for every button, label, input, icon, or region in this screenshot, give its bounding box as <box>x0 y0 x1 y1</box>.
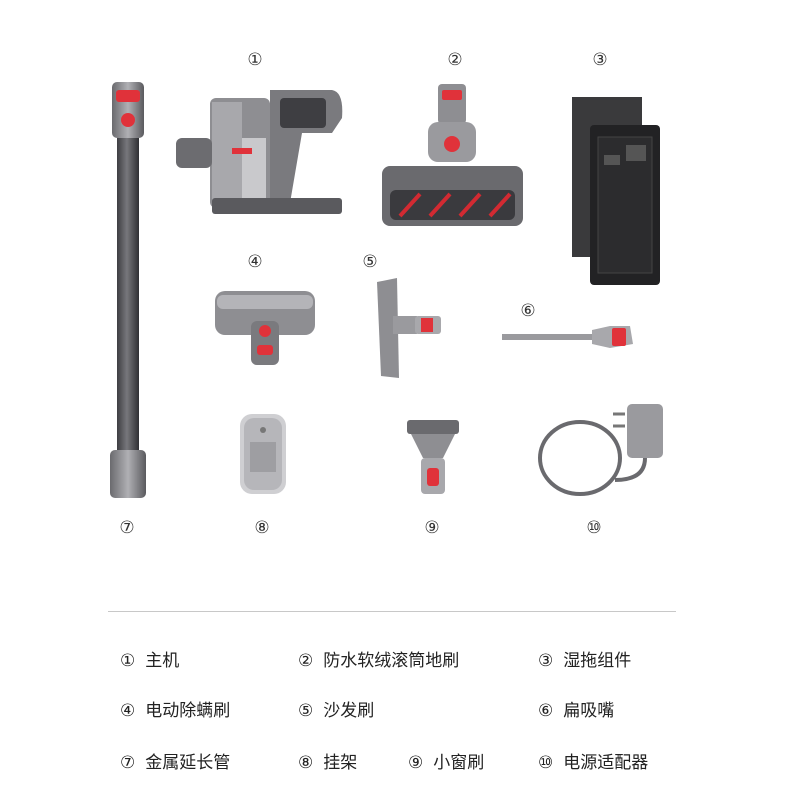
wall-mount-icon <box>240 414 286 494</box>
legend-marker: ⑨ <box>408 753 424 773</box>
marker-10: ⑩ <box>586 518 602 538</box>
marker-1: ① <box>247 50 263 70</box>
marker-4: ④ <box>247 252 263 272</box>
legend-marker: ⑩ <box>538 753 554 773</box>
roller-floor-brush-icon <box>382 84 523 226</box>
marker-2: ② <box>447 50 463 70</box>
legend-item-7: ⑦ 金属延长管 <box>120 748 230 773</box>
legend-item-10: ⑩ 电源适配器 <box>538 748 648 773</box>
legend-marker: ⑦ <box>120 753 136 773</box>
legend-item-4: ④ 电动除螨刷 <box>120 696 230 721</box>
legend-marker: ① <box>120 651 136 671</box>
legend-item-5: ⑤ 沙发刷 <box>298 696 374 721</box>
power-adapter-icon <box>538 404 663 496</box>
legend-divider <box>108 611 676 612</box>
legend-marker: ③ <box>538 651 554 671</box>
legend-label: 主机 <box>145 651 180 671</box>
legend-label: 挂架 <box>323 753 358 773</box>
legend-marker: ⑥ <box>538 701 554 721</box>
motorized-mite-brush-icon <box>215 291 315 365</box>
small-window-brush-icon <box>407 420 459 494</box>
legend-label: 金属延长管 <box>145 753 231 773</box>
legend-label: 沙发刷 <box>323 701 375 721</box>
legend-item-6: ⑥ 扁吸嘴 <box>538 696 614 721</box>
handheld-main-unit-icon <box>176 90 343 214</box>
legend-marker: ⑧ <box>298 753 314 773</box>
marker-3: ③ <box>592 50 608 70</box>
marker-9: ⑨ <box>424 518 440 538</box>
legend-label: 湿拖组件 <box>563 651 632 671</box>
legend-label: 小窗刷 <box>433 753 485 773</box>
legend-label: 防水软绒滚筒地刷 <box>323 651 460 671</box>
legend-item-8: ⑧ 挂架 <box>298 748 357 773</box>
marker-8: ⑧ <box>254 518 270 538</box>
legend-marker: ⑤ <box>298 701 314 721</box>
legend-label: 电源适配器 <box>563 753 649 773</box>
legend-item-2: ② 防水软绒滚筒地刷 <box>298 646 459 671</box>
legend-item-9: ⑨ 小窗刷 <box>408 748 484 773</box>
wet-mop-kit-icon <box>572 97 660 285</box>
marker-5: ⑤ <box>362 252 378 272</box>
marker-7: ⑦ <box>119 518 135 538</box>
metal-extension-tube-icon <box>110 82 146 498</box>
crevice-nozzle-icon <box>502 326 633 348</box>
sofa-brush-icon <box>377 278 441 378</box>
marker-6: ⑥ <box>520 301 536 321</box>
legend-item-3: ③ 湿拖组件 <box>538 646 631 671</box>
legend-label: 扁吸嘴 <box>563 701 615 721</box>
legend-item-1: ① 主机 <box>120 646 179 671</box>
legend-marker: ④ <box>120 701 136 721</box>
legend-label: 电动除螨刷 <box>145 701 231 721</box>
legend-marker: ② <box>298 651 314 671</box>
